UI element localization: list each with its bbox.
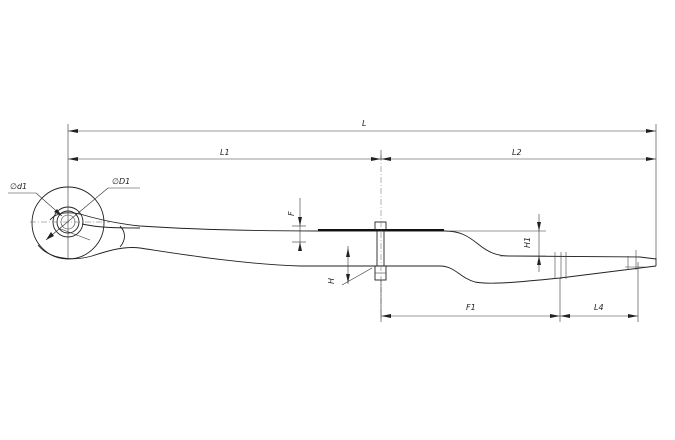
eye-wrap-line — [81, 223, 141, 229]
dimension-H: H — [327, 246, 373, 286]
label-F: F — [287, 211, 296, 216]
front-transition — [119, 225, 125, 248]
leaf-lower-edge — [37, 244, 641, 284]
label-H1: H1 — [523, 237, 532, 248]
leaf-upper-edge — [49, 212, 641, 258]
dimension-L1: L1 — [68, 148, 381, 161]
rear-top — [639, 256, 657, 260]
label-H: H — [327, 278, 336, 284]
dimension-L: L — [68, 119, 656, 133]
extension-lines — [67, 124, 657, 322]
rear-bottom — [639, 265, 657, 269]
leader-d1: ∅d1 — [8, 182, 63, 217]
spring-body — [31, 186, 657, 284]
dimension-L2: L2 — [381, 148, 656, 161]
label-d1: ∅d1 — [10, 182, 27, 191]
label-L4: L4 — [594, 303, 604, 312]
label-L1: L1 — [220, 148, 230, 157]
label-F1: F1 — [466, 303, 476, 312]
dimension-L4: L4 — [560, 303, 638, 318]
leader-D1: ∅D1 — [45, 177, 140, 241]
dimension-F: F — [287, 198, 302, 251]
center-bolt-head — [374, 221, 387, 231]
label-L: L — [362, 119, 366, 128]
dimension-F1: F1 — [381, 303, 560, 318]
label-L2: L2 — [512, 148, 522, 157]
label-D1: ∅D1 — [112, 177, 130, 186]
dimension-H1: H1 — [523, 214, 541, 272]
